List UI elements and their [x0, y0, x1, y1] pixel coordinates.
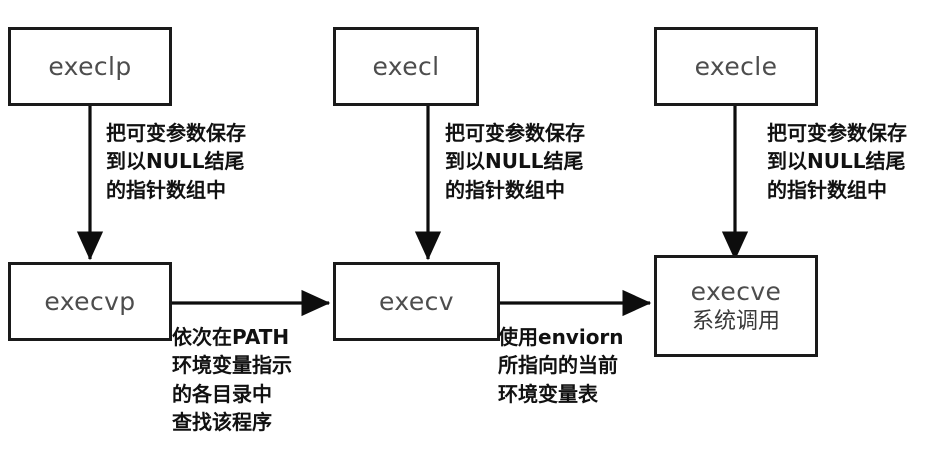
node-execve-label: execve	[690, 277, 782, 307]
node-execv[interactable]: execv	[333, 262, 500, 341]
node-execl-label: execl	[372, 51, 440, 81]
note-path-search: 依次在PATH 环境变量指示 的各目录中 查找该程序	[172, 325, 292, 435]
node-execvp[interactable]: execvp	[8, 262, 172, 341]
note-vararg-middle: 把可变参数保存 到以NULL结尾 的指针数组中	[445, 121, 585, 202]
node-execlp[interactable]: execlp	[8, 27, 172, 106]
node-execvp-label: execvp	[44, 286, 136, 316]
node-execve-sublabel: 系统调用	[691, 308, 780, 334]
node-execle-label: execle	[694, 51, 778, 81]
node-execv-label: execv	[379, 286, 454, 316]
node-execle[interactable]: execle	[654, 27, 818, 106]
node-execve[interactable]: execve 系统调用	[654, 255, 818, 357]
note-vararg-left: 把可变参数保存 到以NULL结尾 的指针数组中	[106, 121, 246, 202]
note-vararg-right: 把可变参数保存 到以NULL结尾 的指针数组中	[767, 121, 907, 202]
note-environ: 使用enviorn 所指向的当前 环境变量表	[498, 325, 624, 406]
node-execl[interactable]: execl	[333, 27, 479, 106]
node-execlp-label: execlp	[48, 51, 132, 81]
